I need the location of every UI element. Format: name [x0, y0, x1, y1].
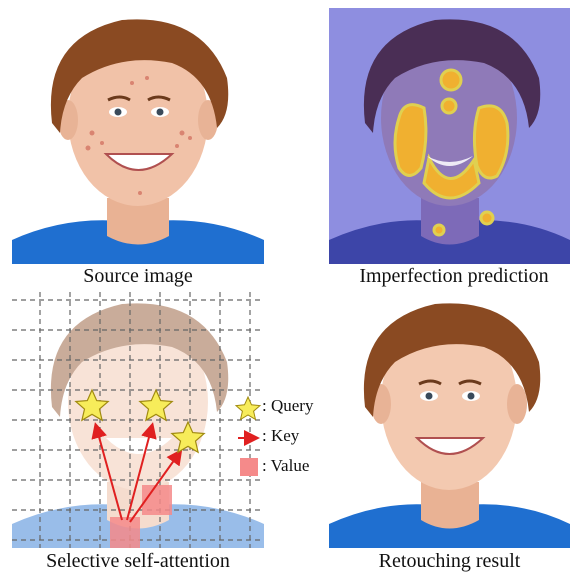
value-box — [110, 517, 140, 548]
caption-retouching-result: Retouching result — [329, 550, 570, 573]
imperfection-prediction-panel — [329, 8, 570, 264]
legend-key-text: : Key — [262, 426, 299, 446]
source-face-image — [12, 8, 264, 264]
legend-query-text: : Query — [262, 396, 313, 416]
caption-source-image: Source image — [12, 265, 264, 288]
retouched-face-image — [329, 292, 570, 548]
imperfection-heatmap-image — [329, 8, 570, 264]
source-image-panel — [12, 8, 264, 264]
retouching-result-panel — [329, 292, 570, 548]
caption-imperfection-prediction: Imperfection prediction — [329, 265, 579, 288]
caption-selective-self-attention: Selective self-attention — [12, 550, 264, 573]
legend-value-text: : Value — [262, 456, 309, 476]
selective-self-attention-panel: : Query — [12, 292, 264, 548]
attention-diagram: : Query — [12, 292, 264, 548]
legend-value-box — [240, 458, 258, 476]
